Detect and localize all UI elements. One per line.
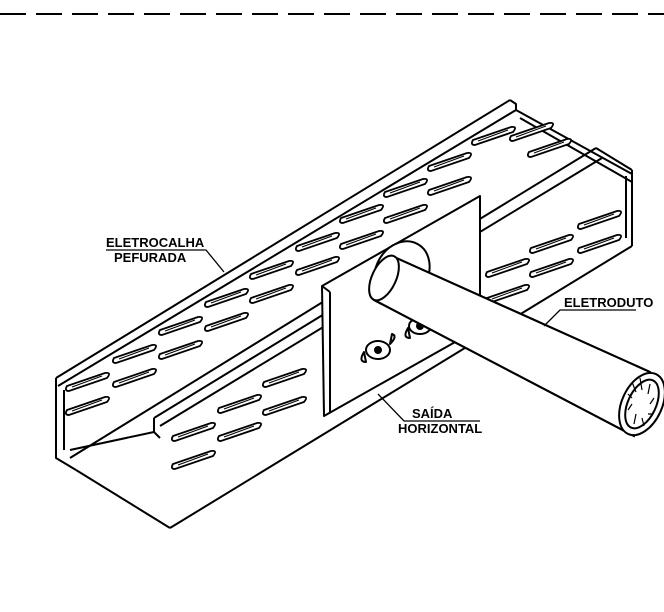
tray-label: ELETROCALHA PEFURADA (106, 235, 225, 273)
conduit-leader (543, 309, 636, 327)
conduit-label: ELETRODUTO (543, 295, 653, 327)
conduit-label-text: ELETRODUTO (564, 295, 653, 310)
outlet-label-line1: SAÍDA (412, 406, 453, 421)
wing-nut-left (360, 333, 396, 363)
tray-leader (106, 249, 225, 273)
tray-label-line1: ELETROCALHA (106, 235, 205, 250)
outlet-label-line2: HORIZONTAL (398, 421, 482, 436)
outlet-leader (377, 393, 480, 422)
conduit (368, 240, 664, 438)
outlet-label: SAÍDA HORIZONTAL (377, 393, 482, 436)
tray-label-line2: PEFURADA (114, 250, 187, 265)
